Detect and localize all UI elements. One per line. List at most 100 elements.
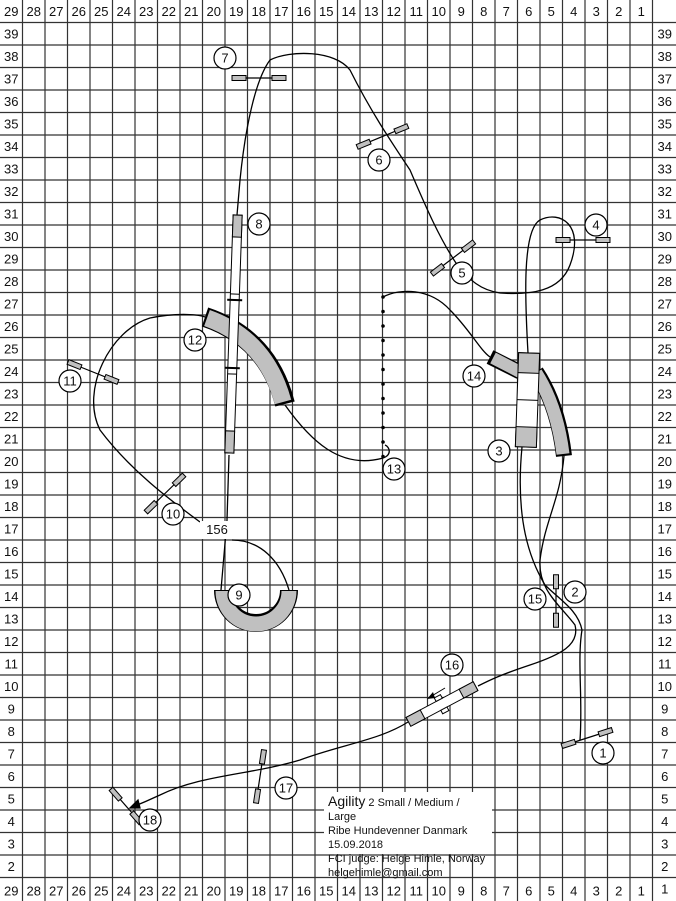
obstacle-number-4: 4 [584, 213, 608, 237]
row-label: 8 [661, 724, 668, 739]
column-label: 25 [94, 883, 108, 898]
row-label: 36 [658, 94, 672, 109]
jumps [66, 75, 614, 826]
svg-text:8: 8 [255, 217, 262, 232]
svg-text:11: 11 [63, 374, 77, 389]
row-label: 35 [658, 116, 672, 131]
obstacle-number-9: 9 [227, 583, 251, 607]
row-label: 39 [4, 26, 18, 41]
column-label: 15 [319, 883, 333, 898]
column-label: 12 [387, 4, 401, 19]
row-label: 12 [4, 634, 18, 649]
column-label: 12 [387, 883, 401, 898]
info-box: Agility 2 Small / Medium / Large Ribe Hu… [324, 792, 492, 879]
svg-text:10: 10 [166, 507, 180, 522]
row-label: 28 [4, 274, 18, 289]
column-label: 7 [503, 883, 510, 898]
row-label: 3 [8, 836, 15, 851]
weave-pole [381, 367, 385, 372]
column-label: 20 [207, 4, 221, 19]
jump [553, 574, 559, 628]
row-label: 4 [661, 814, 668, 829]
row-label: 19 [4, 476, 18, 491]
row-label: 16 [658, 544, 672, 559]
row-label: 2 [661, 859, 668, 874]
jump [252, 749, 268, 804]
tunnel-12-fill [203, 309, 292, 405]
row-label: 11 [658, 656, 672, 671]
svg-text:14: 14 [467, 369, 481, 384]
svg-text:2: 2 [571, 585, 578, 600]
column-label: 6 [525, 883, 532, 898]
svg-text:9: 9 [235, 588, 242, 603]
row-label: 8 [8, 724, 15, 739]
row-label: 38 [4, 49, 18, 64]
row-label: 22 [4, 409, 18, 424]
row-label: 9 [661, 701, 668, 716]
column-label: 22 [162, 883, 176, 898]
column-label: 5 [548, 883, 555, 898]
row-label: 24 [4, 364, 18, 379]
weave-pole [381, 324, 385, 328]
column-label: 18 [252, 883, 266, 898]
obstacle-number-2: 2 [563, 580, 587, 604]
weave-pole [381, 309, 385, 314]
column-label: 24 [117, 4, 131, 19]
info-judge: FCI judge: Helge Himle, Norway [328, 853, 486, 865]
jump [355, 123, 410, 150]
row-label: 26 [4, 319, 18, 334]
column-label: 7 [503, 4, 510, 19]
weave-pole [381, 425, 385, 430]
row-label: 25 [4, 341, 18, 356]
row-label: 26 [658, 319, 672, 334]
info-class: 2 Small / Medium / Large [328, 797, 460, 823]
obstacle-number-17: 17 [274, 776, 298, 800]
column-label: 26 [72, 4, 86, 19]
column-label: 8 [480, 883, 487, 898]
row-label: 20 [658, 454, 672, 469]
row-label: 11 [5, 656, 19, 671]
seesaw-16 [405, 681, 479, 727]
column-label: 26 [72, 883, 86, 898]
column-label: 25 [94, 4, 108, 19]
svg-text:3: 3 [495, 444, 502, 459]
column-label: 9 [458, 4, 465, 19]
column-label: 18 [252, 4, 266, 19]
obstacle-number-15: 15 [523, 587, 547, 611]
column-label: 23 [139, 4, 153, 19]
obstacle-number-18: 18 [138, 808, 162, 832]
row-label: 7 [661, 746, 668, 761]
row-label: 21 [4, 431, 18, 446]
column-label: 23 [139, 883, 153, 898]
row-label: 14 [658, 589, 672, 604]
column-label: 14 [342, 883, 356, 898]
row-label: 30 [4, 229, 18, 244]
weave-pole [381, 338, 385, 343]
row-label: 10 [4, 679, 18, 694]
column-label: 3 [593, 883, 600, 898]
row-label: 39 [658, 26, 672, 41]
obstacle-number-13: 13 [382, 457, 406, 481]
row-label: 17 [4, 521, 18, 536]
column-label: 29 [4, 4, 18, 19]
row-label: 27 [658, 296, 672, 311]
arrow-18-head [128, 798, 141, 809]
row-label: 27 [4, 296, 18, 311]
column-label: 15 [319, 4, 333, 19]
jump [143, 472, 187, 515]
column-label: 11 [410, 4, 424, 19]
column-label: 4 [570, 883, 577, 898]
column-label: 4 [570, 4, 577, 19]
svg-text:18: 18 [143, 813, 157, 828]
column-label: 22 [162, 4, 176, 19]
obstacle-number-12: 12 [183, 328, 207, 352]
obstacle-number-8: 8 [247, 212, 271, 236]
row-label: 9 [8, 701, 15, 716]
column-label: 13 [364, 883, 378, 898]
row-label: 5 [661, 791, 668, 806]
row-label: 31 [658, 206, 672, 221]
column-label: 10 [432, 883, 446, 898]
